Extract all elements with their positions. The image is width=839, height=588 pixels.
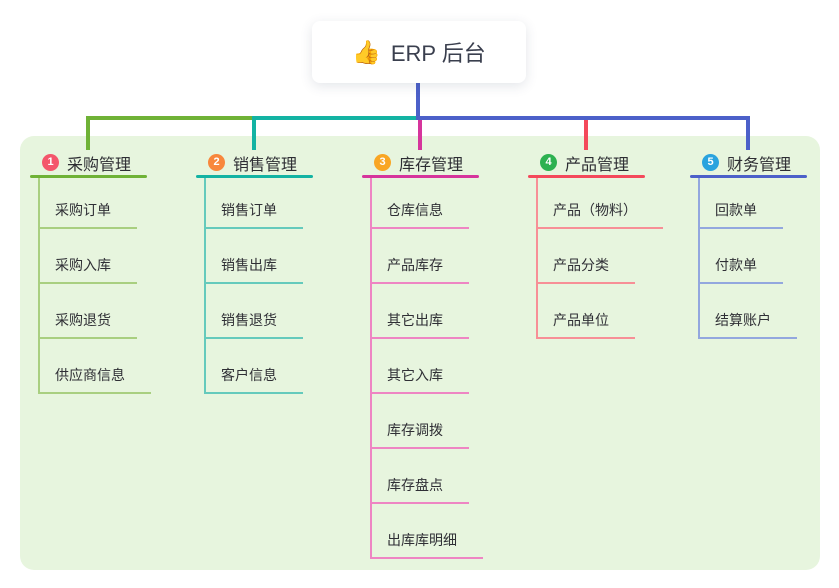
branch-spine-line: [204, 178, 206, 394]
branch-title-2[interactable]: 2 销售管理: [196, 150, 313, 175]
child-node-label[interactable]: 库存盘点: [370, 475, 469, 504]
branch-4: 4 产品管理产品（物料） 产品分类产品单位: [528, 150, 663, 339]
branch-2: 2 销售管理销售订单销售出库销售退货客户信息: [196, 150, 313, 394]
child-node: 产品库存: [370, 229, 483, 284]
branch-number-badge: 2: [208, 154, 225, 171]
child-node-label[interactable]: 产品分类: [536, 255, 635, 284]
branch-drop-line-1: [86, 119, 90, 150]
branch-title-underline: [30, 175, 147, 178]
child-node-label[interactable]: 产品单位: [536, 310, 635, 339]
branch-1: 1 采购管理采购订单采购入库采购退货供应商信息: [30, 150, 151, 394]
child-node: 库存盘点: [370, 449, 483, 504]
trunk-segment-blue: [416, 116, 750, 120]
trunk-segment-teal: [252, 116, 418, 120]
child-node: 供应商信息: [38, 339, 151, 394]
branch-number-badge: 1: [42, 154, 59, 171]
child-node: 产品（物料）: [536, 178, 663, 229]
branch-children: 产品（物料） 产品分类产品单位: [536, 178, 663, 339]
branch-title-label: 财务管理: [727, 156, 792, 174]
branch-title-label: 采购管理: [67, 156, 132, 174]
child-node-label[interactable]: 销售退货: [204, 310, 303, 339]
branch-title-3[interactable]: 3 库存管理: [362, 150, 483, 175]
child-node: 采购退货: [38, 284, 151, 339]
trunk-segment-green: [86, 116, 252, 120]
branch-title-underline: [362, 175, 479, 178]
branch-children: 采购订单采购入库采购退货供应商信息: [38, 178, 151, 394]
branch-title-underline: [528, 175, 645, 178]
branch-number-badge: 4: [540, 154, 557, 171]
branch-number-badge: 5: [702, 154, 719, 171]
branch-3: 3 库存管理仓库信息产品库存其它出库其它入库库存调拨库存盘点出库库明细: [362, 150, 483, 559]
root-connector-line: [416, 83, 420, 120]
child-node: 付款单: [698, 229, 807, 284]
child-node: 其它出库: [370, 284, 483, 339]
child-node-label[interactable]: 仓库信息: [370, 200, 469, 229]
branch-drop-line-3: [418, 119, 422, 150]
child-node-label[interactable]: 采购入库: [38, 255, 137, 284]
branch-title-label: 产品管理: [565, 156, 630, 174]
branch-spine-line: [698, 178, 700, 339]
child-node-label[interactable]: 其它入库: [370, 365, 469, 394]
child-node-label[interactable]: 销售订单: [204, 200, 303, 229]
root-node-label: ERP 后台: [390, 41, 486, 66]
child-node-label[interactable]: 客户信息: [204, 365, 303, 394]
child-node: 回款单: [698, 178, 807, 229]
branch-title-underline: [196, 175, 313, 178]
child-node-label[interactable]: 出库库明细: [370, 530, 483, 559]
child-node-label[interactable]: 其它出库: [370, 310, 469, 339]
child-node: 仓库信息: [370, 178, 483, 229]
child-node: 结算账户: [698, 284, 807, 339]
branch-title-4[interactable]: 4 产品管理: [528, 150, 663, 175]
branch-spine-line: [370, 178, 372, 559]
child-node-label[interactable]: 结算账户: [698, 310, 797, 339]
branch-title-5[interactable]: 5 财务管理: [690, 150, 807, 175]
child-node: 销售出库: [204, 229, 313, 284]
child-node: 销售订单: [204, 178, 313, 229]
child-node: 销售退货: [204, 284, 313, 339]
child-node: 客户信息: [204, 339, 313, 394]
branch-title-label: 销售管理: [233, 156, 298, 174]
child-node-label[interactable]: 供应商信息: [38, 365, 151, 394]
child-node-label[interactable]: 采购订单: [38, 200, 137, 229]
branch-drop-line-4: [584, 119, 588, 150]
branch-5: 5 财务管理回款单付款单结算账户: [690, 150, 807, 339]
branch-drop-line-2: [252, 119, 256, 150]
child-node: 库存调拨: [370, 394, 483, 449]
child-node-label[interactable]: 付款单: [698, 255, 783, 284]
branch-title-1[interactable]: 1 采购管理: [30, 150, 151, 175]
branch-number-badge: 3: [374, 154, 391, 171]
branch-children: 仓库信息产品库存其它出库其它入库库存调拨库存盘点出库库明细: [370, 178, 483, 559]
child-node: 出库库明细: [370, 504, 483, 559]
branch-spine-line: [38, 178, 40, 394]
branches-panel: [20, 136, 820, 570]
child-node-label[interactable]: 回款单: [698, 200, 783, 229]
child-node: 其它入库: [370, 339, 483, 394]
child-node-label[interactable]: 销售出库: [204, 255, 303, 284]
child-node: 采购订单: [38, 178, 151, 229]
child-node-label[interactable]: 库存调拨: [370, 420, 469, 449]
child-node-label[interactable]: 采购退货: [38, 310, 137, 339]
child-node: 产品单位: [536, 284, 663, 339]
child-node: 采购入库: [38, 229, 151, 284]
thumbs-up-icon: 👍: [352, 38, 381, 65]
branch-children: 销售订单销售出库销售退货客户信息: [204, 178, 313, 394]
child-node-label[interactable]: 产品库存: [370, 255, 469, 284]
child-node-label[interactable]: 产品（物料）: [536, 200, 663, 229]
child-node: 产品分类: [536, 229, 663, 284]
branch-title-underline: [690, 175, 807, 178]
branch-drop-line-5: [746, 119, 750, 150]
branch-title-label: 库存管理: [399, 156, 464, 174]
root-node[interactable]: 👍 ERP 后台: [312, 21, 526, 83]
branch-spine-line: [536, 178, 538, 339]
branch-children: 回款单付款单结算账户: [698, 178, 807, 339]
